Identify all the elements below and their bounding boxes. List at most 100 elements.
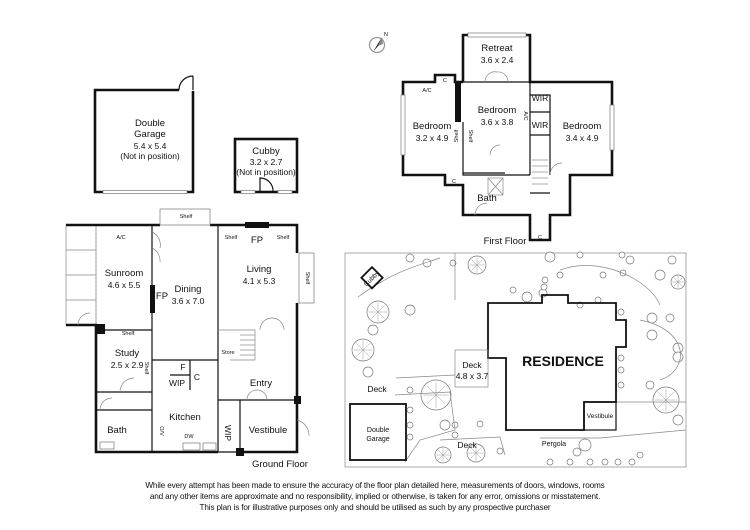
ac-label: A/C (116, 235, 125, 241)
kitchen-label: Kitchen (169, 412, 201, 423)
tree-icon (628, 458, 636, 466)
tree-branch (476, 259, 483, 266)
tree-branch (362, 349, 370, 357)
shelf-label: Shelf (143, 362, 149, 375)
tree-branch (435, 385, 446, 396)
tree-branch (438, 450, 444, 456)
disclaimer-line: and any other items are approximate and … (149, 492, 601, 501)
tree-icon (546, 458, 554, 466)
tree-icon (406, 433, 414, 441)
tree-branch (475, 452, 482, 459)
tree-branch (377, 311, 385, 319)
tree-branch (371, 305, 379, 313)
tree-branch (677, 277, 683, 283)
tree-icon (566, 458, 574, 466)
tree-icon (449, 259, 457, 267)
tree-icon (636, 451, 644, 459)
pergola-label: Pergola (542, 441, 566, 448)
study-label: Study (115, 348, 140, 359)
cubby-note: (Not in position) (236, 167, 296, 177)
tree-icon (601, 458, 609, 466)
bedroom-label: Bedroom (563, 121, 602, 132)
bedroom-size: 3.2 x 4.9 (416, 133, 449, 143)
retreat-size: 3.6 x 2.4 (481, 55, 514, 65)
tree-icon (572, 447, 582, 457)
tree-icon (451, 431, 459, 439)
tree-icon (645, 380, 655, 390)
garage-outbuilding: Double Garage 5.4 x 5.4 (Not in position… (93, 75, 195, 194)
bedroom-size: 3.4 x 4.9 (566, 133, 599, 143)
tree-branch (442, 450, 448, 456)
dishwasher-label: DW (184, 434, 194, 440)
tree-icon (496, 447, 504, 455)
garage-size: 5.4 x 5.4 (134, 141, 167, 151)
shelf-label: Shelf (467, 130, 473, 143)
residence-label: RESIDENCE (522, 353, 604, 369)
tree-icon (576, 251, 584, 259)
tree-branch (377, 305, 385, 313)
tree-icon (617, 381, 625, 389)
site-plan: RESIDENCE Deck 4.8 x 3.7 Deck Deck Doubl… (344, 251, 687, 468)
cupboard-label: C (194, 372, 200, 382)
garage-label-2: Garage (134, 129, 166, 140)
bedroom-label: Bedroom (478, 105, 517, 116)
compass-icon: N (368, 32, 388, 54)
first-floor-plan: Retreat 3.6 x 2.4 Bedroom 3.2 x 4.9 Bedr… (400, 32, 615, 247)
tree-icon (556, 271, 564, 279)
shelf-label: Shelf (225, 235, 238, 241)
tree-branch (665, 399, 674, 408)
deck-size: 4.8 x 3.7 (456, 371, 489, 381)
living-label: Living (247, 264, 272, 275)
fridge-label: F (180, 362, 185, 372)
store-label: Store (221, 350, 234, 356)
tree-icon (406, 386, 414, 394)
tree-icon (617, 354, 625, 362)
tree-branch (677, 281, 683, 287)
cubby-label: Cubby (252, 146, 280, 157)
shelf-label: Shelf (122, 331, 135, 337)
garage-label: Double (135, 118, 165, 129)
garage-label: Double (367, 427, 389, 434)
tree-icon (646, 329, 658, 341)
deck-label: Deck (457, 440, 477, 450)
tree-icon (405, 253, 415, 263)
retreat-label: Retreat (481, 43, 513, 54)
tree-branch (426, 394, 437, 405)
tree-branch (658, 399, 667, 408)
ground-floor-plan: Sunroom 4.6 x 5.5 FP Dining 3.6 x 7.0 Li… (65, 208, 315, 470)
garage-note: (Not in position) (120, 151, 180, 161)
tree-icon (672, 351, 684, 363)
garage-label: Garage (366, 436, 389, 443)
cupboard-label: C (443, 78, 447, 84)
tree-icon (578, 438, 592, 452)
wip-label: WIP (223, 425, 233, 441)
tree-branch (470, 452, 477, 459)
tree-branch (438, 454, 444, 460)
tree-branch (476, 264, 483, 271)
shelf-label: Shelf (304, 272, 310, 285)
cupboard-label: C (538, 235, 542, 241)
dining-size: 3.6 x 7.0 (172, 296, 205, 306)
tree-branch (658, 392, 667, 401)
tree-icon (625, 255, 635, 265)
tree-icon (599, 271, 607, 279)
tree-icon (667, 255, 677, 265)
tree-icon (646, 312, 658, 324)
tree-icon (509, 286, 517, 294)
tree-branch (673, 281, 679, 287)
ground-floor-title: Ground Floor (252, 459, 308, 470)
deck-label: Deck (367, 384, 387, 394)
wip-label: WIP (169, 378, 185, 388)
tree-branch (673, 277, 679, 283)
tree-branch (435, 394, 446, 405)
tree-icon (451, 421, 459, 429)
shelf-label: Shelf (454, 129, 460, 142)
shelf-label: Shelf (277, 235, 290, 241)
tree-icon (544, 251, 556, 263)
cubby-label: Cubby (363, 269, 382, 288)
sunroom-label: Sunroom (105, 268, 144, 279)
tree-branch (471, 259, 478, 266)
tree-branch (470, 447, 477, 454)
tree-branch (356, 343, 364, 351)
tree-icon (362, 366, 374, 378)
